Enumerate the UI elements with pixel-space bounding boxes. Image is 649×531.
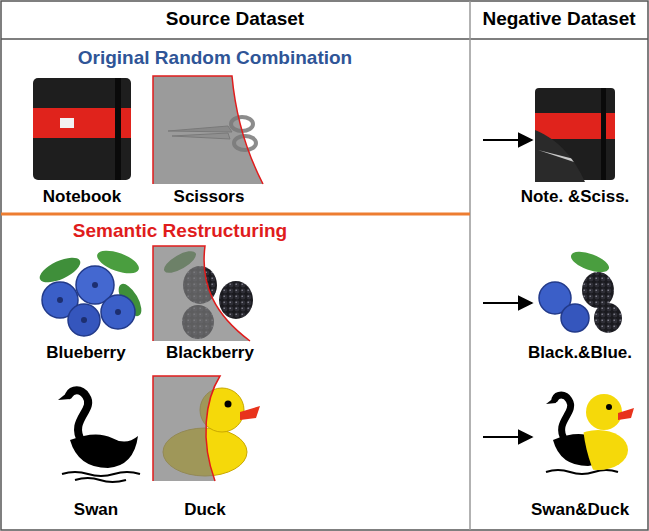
swan-picture [58, 392, 70, 400]
swan-picture [58, 390, 140, 482]
item-label: Duck [184, 500, 226, 520]
blueberry-picture [92, 282, 98, 288]
duck-picture [240, 406, 260, 420]
table-frame [1, 38, 648, 40]
blackberry-picture [153, 246, 250, 341]
combined-picture [601, 88, 606, 180]
blueberry-picture [101, 295, 135, 329]
item-label: Swan&Duck [531, 500, 629, 520]
item-label: Swan [74, 500, 118, 520]
blueberry-picture [115, 309, 121, 315]
arrow [483, 436, 532, 438]
scissors-picture [153, 76, 263, 184]
duck-picture [153, 376, 260, 481]
combined-picture [546, 470, 618, 474]
notebook-picture [115, 78, 121, 180]
blueberry-picture [36, 246, 146, 336]
combined-picture [618, 408, 634, 420]
swan-picture [75, 478, 126, 482]
column-header: Source Dataset [166, 8, 304, 30]
notebook-picture [33, 78, 131, 180]
item-label: Blueberry [46, 343, 125, 363]
duck-picture [225, 401, 232, 408]
combined-picture [539, 248, 622, 333]
table-frame [1, 213, 470, 216]
combined-picture [535, 128, 595, 184]
section-title: Original Random Combination [78, 47, 352, 69]
blackberry-picture [153, 246, 250, 341]
section-title: Semantic Restructuring [73, 220, 287, 242]
notebook-picture [60, 118, 74, 128]
swan-picture [69, 390, 88, 442]
blackberry-picture [153, 246, 253, 341]
combined-picture [568, 394, 628, 470]
blackberry-picture [219, 281, 253, 319]
combined-picture [546, 397, 556, 404]
scissors-picture [153, 76, 263, 184]
arrow [483, 302, 532, 304]
swan-picture [70, 434, 138, 468]
blueberry-picture [57, 297, 63, 303]
table-frame [469, 1, 471, 530]
item-label: Blackberry [166, 343, 254, 363]
combined-picture [535, 88, 615, 184]
item-label: Notebook [43, 187, 121, 207]
combined-picture [606, 404, 612, 410]
swan-picture [62, 472, 140, 476]
combined-picture [535, 128, 595, 184]
combined-picture [594, 303, 622, 333]
combined-picture [582, 272, 614, 308]
column-header: Negative Dataset [482, 8, 635, 30]
item-label: Black.&Blue. [528, 343, 632, 363]
arrow [483, 140, 532, 437]
arrow [483, 139, 532, 141]
combined-picture [568, 248, 611, 277]
combined-picture [555, 395, 571, 440]
duck-picture [153, 376, 220, 481]
combined-picture [538, 150, 580, 164]
item-label: Note. &Sciss. [521, 187, 630, 207]
combined-picture [546, 394, 634, 474]
notebook-picture [33, 78, 131, 180]
item-label: Scissors [174, 187, 245, 207]
duck-picture [153, 376, 220, 481]
blueberry-picture [68, 304, 100, 336]
combined-picture [561, 304, 589, 332]
scissors-picture [153, 76, 263, 184]
blueberry-picture [81, 317, 87, 323]
combined-picture [586, 394, 622, 430]
combined-picture [568, 430, 628, 470]
